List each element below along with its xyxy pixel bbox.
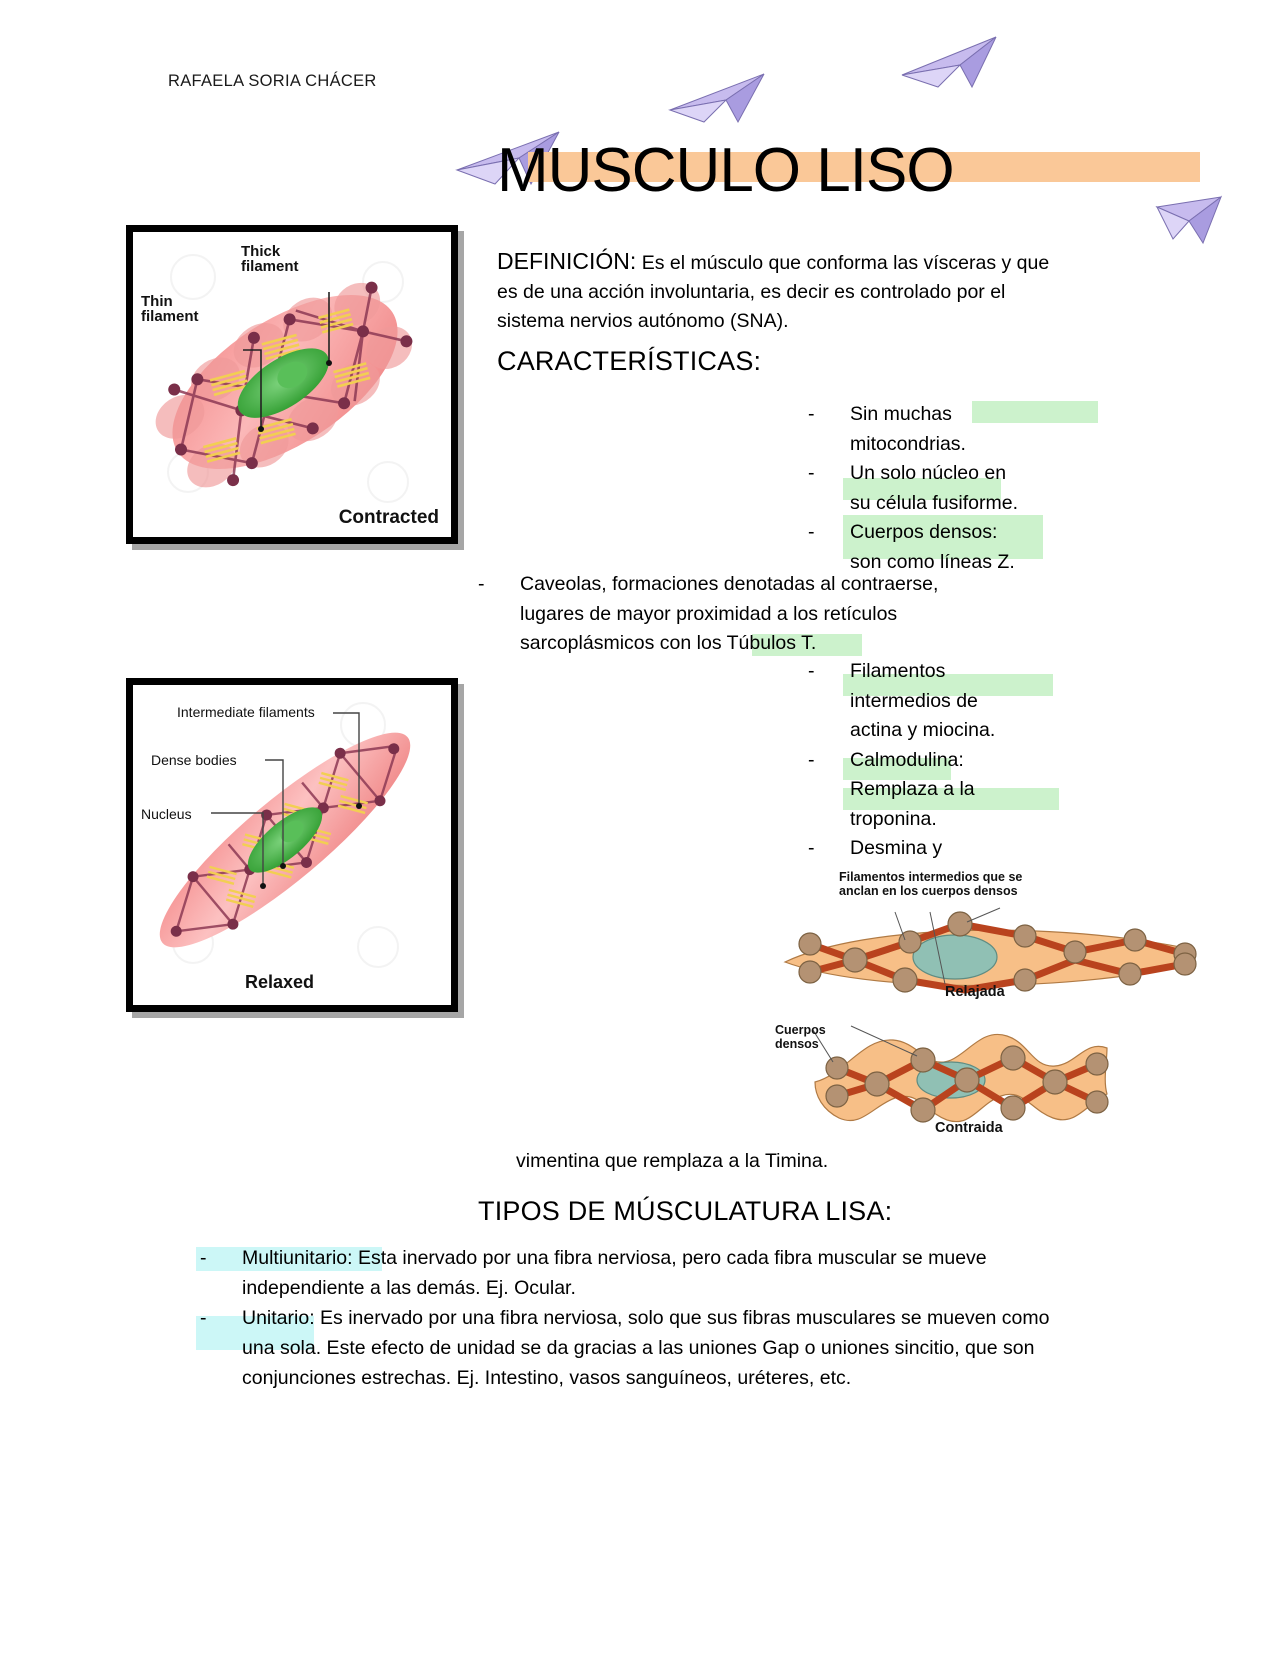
characteristics-caveolas-item: - Caveolas, formaciones denotadas al con… xyxy=(478,570,1098,659)
list-item-line: Caveolas, formaciones denotadas al contr… xyxy=(520,573,939,595)
highlight-band xyxy=(196,1247,382,1271)
list-item: - Un solo núcleo en su célula fusiforme. xyxy=(808,459,1108,518)
bullet-dash: - xyxy=(200,1307,207,1329)
list-item-line: Calmodulina: xyxy=(850,748,964,771)
highlight-band xyxy=(843,758,951,780)
bullet-dash: - xyxy=(808,748,815,771)
figure-caption-contracted: Contracted xyxy=(338,507,439,528)
bullet-dash: - xyxy=(808,462,815,484)
figure-caption-relaxed: Relaxed xyxy=(245,972,315,992)
list-item-line: Remplaza a la xyxy=(850,778,975,800)
list-item-line: Filamentos xyxy=(850,660,946,682)
relaxed-cell-illustration xyxy=(159,702,411,968)
definition-text: Es el músculo que conforma las vísceras … xyxy=(497,252,1050,332)
list-item-line: actina y miocina. xyxy=(850,719,996,741)
bullet-dash: - xyxy=(808,521,815,543)
paper-plane-icon xyxy=(668,72,768,127)
orange-diagram-top-label: Filamentos intermedios que se anclan en … xyxy=(839,870,1023,898)
author-header: RAFAELA SORIA CHÁCER xyxy=(168,72,377,90)
orange-diagram-illustration xyxy=(783,907,1197,1123)
page-title: MUSCULO LISO xyxy=(497,136,955,205)
list-item-text: Multiunitario: Esta inervado por una fib… xyxy=(200,1243,1060,1303)
highlight-band xyxy=(196,1316,314,1350)
list-item-line: mitocondrias. xyxy=(850,432,966,455)
list-item: - Sin muchas mitocondrias. xyxy=(808,400,1108,459)
highlight-band xyxy=(843,478,1001,500)
bullet-dash: - xyxy=(200,1247,207,1269)
figure-label-dense-bodies: Dense bodies xyxy=(151,752,237,768)
highlight-band xyxy=(972,401,1098,423)
list-item: - Desmina y xyxy=(808,834,1108,864)
paper-plane-icon xyxy=(900,35,1000,93)
figure-label-intermediate-filaments: Intermediate filaments xyxy=(177,704,315,720)
list-item: - Filamentos intermedios de actina y mio… xyxy=(808,657,1108,746)
title-highlight-band xyxy=(528,152,1200,182)
bullet-dash: - xyxy=(808,660,815,682)
type-term: Unitario: xyxy=(242,1307,315,1329)
highlight-band xyxy=(843,788,1059,810)
list-item-text: Unitario: Es inervado por una fibra nerv… xyxy=(200,1303,1060,1393)
list-item: - Caveolas, formaciones denotadas al con… xyxy=(478,570,1098,659)
types-list: - Multiunitario: Esta inervado por una f… xyxy=(200,1243,1060,1393)
characteristics-list-bottom: - Filamentos intermedios de actina y mio… xyxy=(808,657,1108,864)
definition-paragraph: DEFINICIÓN: Es el músculo que conforma l… xyxy=(497,247,1057,336)
orange-diagram-caption-contraida: Contraida xyxy=(935,1120,1003,1136)
orange-diagram-caption-relajada: Relajada xyxy=(945,984,1005,1000)
list-item: - Cuerpos densos: son como líneas Z. xyxy=(808,518,1108,577)
highlight-band xyxy=(843,674,1053,696)
heading-caracteristicas: CARACTERÍSTICAS: xyxy=(497,346,762,376)
list-item-line: su célula fusiforme. xyxy=(850,491,1018,514)
bullet-dash: - xyxy=(808,837,815,859)
characteristics-list-top: - Sin muchas mitocondrias. - Un solo núc… xyxy=(808,400,1108,577)
figure-orange-smooth-muscle: Filamentos intermedios que se anclan en … xyxy=(755,862,1225,1147)
list-item-line: son como líneas Z. xyxy=(850,550,1015,573)
list-item: - Unitario: Es inervado por una fibra ne… xyxy=(200,1303,1060,1393)
list-item-line: intermedios de xyxy=(850,689,978,712)
list-item-line: lugares de mayor proximidad a los retícu… xyxy=(520,602,898,625)
list-item-line: troponina. xyxy=(850,807,937,830)
paper-plane-icon xyxy=(1155,195,1225,247)
bullet-dash: - xyxy=(808,403,815,425)
type-description: Es inervado por una fibra nerviosa, solo… xyxy=(242,1307,1050,1389)
contracted-cell-illustration xyxy=(155,254,413,503)
characteristics-continuation: vimentina que remplaza a la Timina. xyxy=(516,1150,829,1172)
list-item-line: Cuerpos densos: xyxy=(850,521,998,543)
list-item-line: Un solo núcleo en xyxy=(850,462,1007,484)
orange-diagram-bottom-label: Cuerpos densos xyxy=(775,1023,826,1051)
list-item: - Multiunitario: Esta inervado por una f… xyxy=(200,1243,1060,1303)
list-item-line: Sin muchas xyxy=(850,403,952,425)
type-description: Esta inervado por una fibra nerviosa, pe… xyxy=(242,1247,987,1299)
list-item-line: sarcoplásmicos con los Túbulos T. xyxy=(520,632,817,654)
highlight-band xyxy=(843,515,1043,559)
list-item-line: Desmina y xyxy=(850,837,943,859)
figure-label-nucleus: Nucleus xyxy=(141,806,192,822)
highlight-band xyxy=(752,634,862,656)
figure-relaxed: Intermediate filaments Dense bodies Nucl… xyxy=(126,678,458,1012)
heading-tipos: TIPOS DE MÚSCULATURA LISA: xyxy=(478,1196,893,1226)
list-item: - Calmodulina: Remplaza a la troponina. xyxy=(808,746,1108,835)
type-term: Multiunitario: xyxy=(242,1247,353,1269)
definition-label: DEFINICIÓN: xyxy=(497,248,637,274)
bullet-dash: - xyxy=(478,573,485,595)
